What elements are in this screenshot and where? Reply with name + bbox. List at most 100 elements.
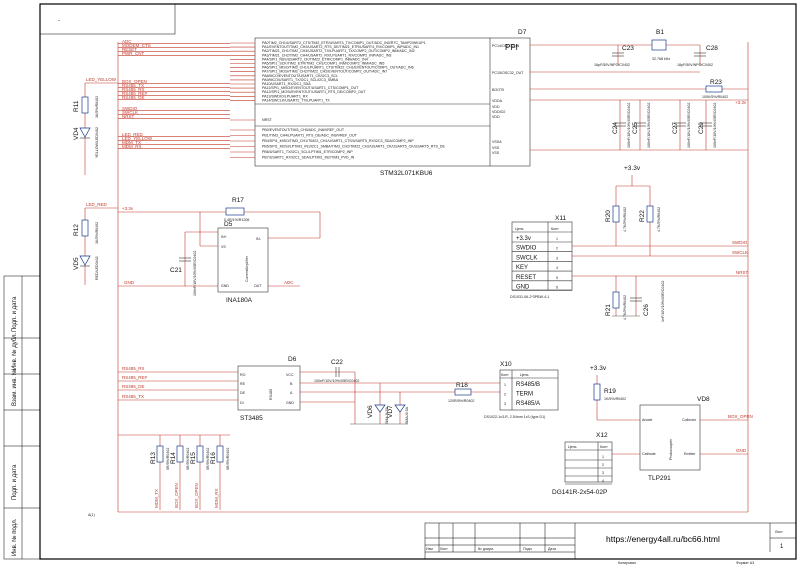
- mcu-right-pin-label: VDDA: [492, 99, 503, 103]
- amp-adc-net: ADC: [284, 280, 294, 285]
- mcu-net-label: NRST: [122, 114, 135, 119]
- amp-pin-vs: VS: [221, 245, 226, 249]
- x12-row-pin: 2: [602, 463, 604, 467]
- opto-net-gnd: GND: [736, 448, 747, 453]
- series-res-net: BOX_OPEN: [174, 483, 179, 508]
- title-corner-box: [39, 3, 176, 35]
- res-r11-value: 1K/5%/R0402: [95, 96, 99, 118]
- crystal-ref: B1: [656, 29, 664, 36]
- rs485-net-rx: RS485_RX: [122, 366, 145, 371]
- res-r12-ref: R12: [73, 224, 80, 236]
- x11-row-pin: 1: [556, 237, 558, 241]
- format-label: Формат А3: [736, 561, 754, 565]
- mcu-net-label: MDM_RX: [122, 144, 142, 149]
- mcu-right-pin-label: VSS: [492, 151, 500, 155]
- led-vd4-symbol: [79, 127, 91, 138]
- x11-header-net: Цепь: [515, 227, 524, 231]
- mcu-pin-label: PA6/SPI1_MISO/TIM3_CH1/LPUART1_CTS/TIM22…: [262, 66, 414, 70]
- x11-header-pin: Конт: [551, 227, 559, 231]
- boot0-circuit: R23 100K/5%/R0402 +3.3v: [530, 79, 748, 105]
- decap-value: 100nF/10V/10%/X5R/C0402: [647, 103, 651, 148]
- series-res-ref: R14: [170, 452, 177, 464]
- mcu-pin-label: PA0TIM2_CH1/USART2_CTS/TIM2_ETR/USART4_T…: [262, 41, 426, 45]
- rs485-ref: D6: [288, 356, 297, 363]
- x12-ref: X12: [596, 432, 608, 439]
- x10-header-net: Цепь: [520, 373, 529, 377]
- amp-body: [217, 227, 269, 293]
- res-r19-ref: R19: [604, 388, 616, 395]
- rs485-net-re: RS485_RE#: [122, 375, 148, 380]
- mcu-pin-label: PA1/EVENTOUT/TIM2_CH2/USART2_RTS_DE/TIM2…: [262, 45, 419, 49]
- x10-ref: X10: [500, 361, 512, 368]
- rs485-body-label: RS485: [269, 389, 273, 400]
- x12-row-pin: 4: [602, 479, 604, 483]
- opto-vcc-net: +3.3v: [590, 365, 607, 372]
- mcu-part: STM32L071KBU6: [380, 170, 433, 177]
- led-yellow-circuit: LED_YELLOW R11 1K/5%/R0402 VD4 YELLOW/LE…: [73, 77, 118, 175]
- rs485-pin-b: B: [290, 382, 293, 386]
- mcu-net-label: RESET: [122, 47, 137, 52]
- swd-net-nrst: NRST: [736, 270, 749, 275]
- decap-ref: C25: [632, 122, 639, 134]
- mcu-pin-label: PA5/SPI1_SCK/TIM2_ETR/TIM2_CH1/COMP1_INM…: [262, 62, 384, 66]
- mcu-right-pin-label: PC14/OSC32_IN: [492, 44, 520, 48]
- swd-vcc-net: +3.3v: [624, 165, 641, 172]
- x11-row-pin: 2: [556, 247, 558, 251]
- x10-header-pin: Конт: [501, 373, 509, 377]
- mcu-net-label: MODEM_CTS: [122, 43, 151, 48]
- x12-header-pin: Конт: [600, 445, 608, 449]
- mcu-pin-label: PA8/MCO/EVENTOUT/USART1_CK/I2C3_SCL: [262, 74, 338, 78]
- x10-row-pin: 1: [504, 383, 506, 387]
- res-r18-value: 120R/5%/R0402: [448, 399, 474, 403]
- side-label-sign-date-1: Подп. и дата: [12, 296, 18, 332]
- mcu-net-label: SWCLK: [122, 110, 138, 115]
- col-doc: № докум.: [478, 547, 494, 551]
- mcu-pin-list: PA0TIM2_CH1/USART2_CTS/TIM2_ETR/USART4_T…: [230, 41, 445, 160]
- title-block: Изм Лист № докум. Подп. Дата https://ene…: [424, 522, 797, 565]
- res-r18: [454, 388, 472, 396]
- x10-row-net: RS485/A: [516, 401, 540, 407]
- col-izm: Изм: [426, 547, 433, 551]
- mcu-pin-label: NRST: [262, 118, 273, 122]
- series-res-value: 0R/5%/R0402: [206, 448, 210, 470]
- side-label-sign-date-2: Подп. и дата: [12, 464, 18, 500]
- res-r22-value: 4.7K/5%/R0402: [657, 207, 661, 232]
- mcu-net-label: LED_YELLOW: [122, 136, 153, 141]
- decap-value: 100nF/10V/10%/X5R/C0402: [627, 103, 631, 148]
- rs485-pin-ro: RO: [240, 373, 246, 377]
- res-r20-ref: R20: [605, 210, 612, 222]
- rs485-pin-vcc: VCC: [286, 373, 294, 377]
- mcu-net-label: LED_RED: [122, 132, 144, 137]
- mcu-net-label: RS485_RE#: [122, 91, 148, 96]
- mcu-pin-label: PA9/MCO/USART1_TX/I2C1_SCL/I2C3_SMBA: [262, 78, 339, 82]
- res-r22-ref: R22: [639, 210, 646, 222]
- series-res-value: 0R/5%/R0402: [186, 448, 190, 470]
- rs485-pin-re: RE: [240, 382, 246, 386]
- cap-c28-ref: C28: [706, 45, 718, 52]
- x10-row-pin: 3: [504, 402, 506, 406]
- mcu-pin-label: PB5/SPI1_MOSI/LPTIM1_IN1/I2C1_SMBA/TIM3_…: [262, 145, 445, 149]
- rs485-part: ST3485: [240, 415, 263, 422]
- mcu-pin-label: PA11/SPI1_MISO/EVENTOUT/USART1_CTS/COMP1…: [262, 86, 359, 90]
- mcu-pin-label: PA3/TIM21_CH2/TIM2_CH4/USART2_RX/LPUART1…: [262, 53, 391, 57]
- series-res-value: 0R/5%/R0402: [226, 448, 230, 470]
- rs485-net-tx: RS485_TX: [122, 394, 144, 399]
- mcu-right-pin-label: PC15/OSC32_OUT: [492, 71, 524, 75]
- x11-row-pin: 4: [556, 266, 558, 270]
- opto-ref: VD8: [697, 396, 710, 403]
- mcu-net-list: ADCMODEM_CTSRESETPWR_CNTBOX_OPENRS485_TX…: [118, 39, 230, 149]
- tvs-vd6-ref: VD6: [367, 405, 374, 418]
- series-res-ref: R13: [150, 452, 157, 464]
- led-yellow-net: LED_YELLOW: [86, 77, 117, 82]
- cap-c23-ref: C23: [622, 45, 634, 52]
- mcu-pin-label: PB6/USART1_TX/I2C1_SCL/LPTIM1_ETR/COMP2_…: [262, 150, 353, 154]
- res-r18-ref: R18: [456, 382, 468, 389]
- tvs-vd7-ref: VD7: [387, 405, 394, 418]
- mcu-pin-label: PA7/SPI1_MOSI/TIM3_CH2/TIM22_CH2/EVENTOU…: [262, 70, 387, 74]
- x10-row-pin: 2: [504, 393, 506, 397]
- swd-net-swclk: SWCLK: [732, 250, 748, 255]
- res-r17-value: 0.4R/1%/R1206: [224, 218, 249, 222]
